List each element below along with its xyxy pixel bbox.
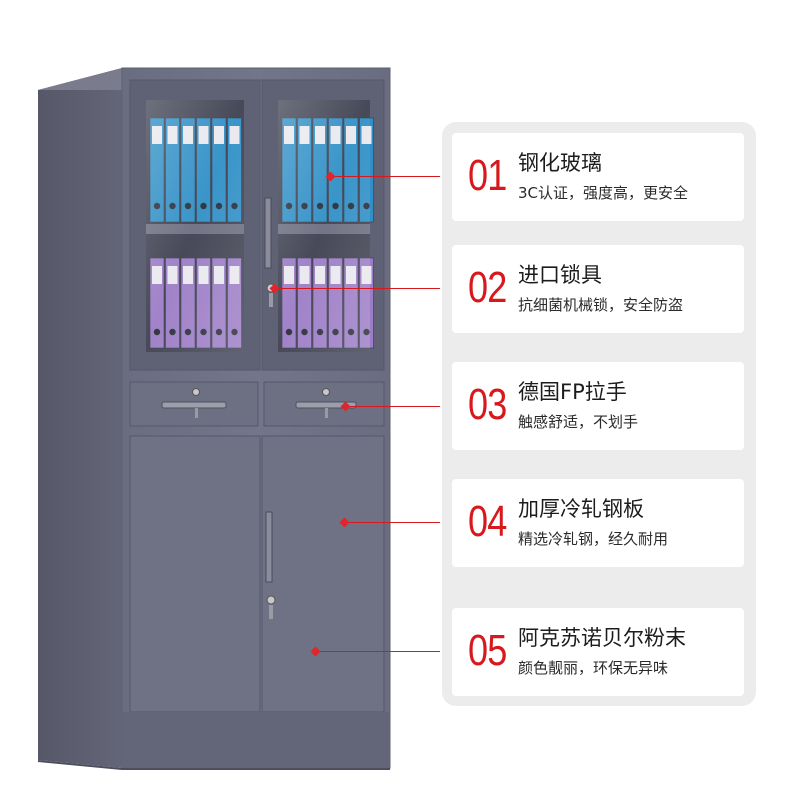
- feature-title: 钢化玻璃: [518, 151, 602, 175]
- feature-card-4: 04 加厚冷轧钢板 精选冷轧钢，经久耐用: [452, 479, 744, 567]
- leader-line: [315, 651, 440, 652]
- feature-number: 02: [468, 263, 507, 312]
- feature-desc: 精选冷轧钢，经久耐用: [518, 530, 669, 548]
- feature-number: 01: [468, 151, 507, 200]
- feature-number: 04: [468, 497, 507, 546]
- leader-line: [330, 176, 440, 177]
- feature-number: 05: [468, 626, 507, 675]
- feature-card-1: 01 钢化玻璃 3C认证，强度高，更安全: [452, 133, 744, 221]
- feature-desc: 触感舒适，不划手: [518, 413, 639, 431]
- feature-card-5: 05 阿克苏诺贝尔粉末 颜色靓丽，环保无异味: [452, 608, 744, 696]
- feature-title: 进口锁具: [518, 263, 602, 287]
- feature-title: 阿克苏诺贝尔粉末: [518, 626, 686, 650]
- feature-desc: 抗细菌机械锁，安全防盗: [518, 296, 684, 314]
- leader-line: [344, 522, 440, 523]
- leader-line: [274, 288, 440, 289]
- feature-title: 加厚冷轧钢板: [518, 497, 644, 521]
- feature-title: 德国FP拉手: [518, 380, 627, 404]
- feature-desc: 颜色靓丽，环保无异味: [518, 659, 669, 677]
- feature-desc: 3C认证，强度高，更安全: [518, 184, 689, 202]
- feature-card-2: 02 进口锁具 抗细菌机械锁，安全防盗: [452, 245, 744, 333]
- feature-number: 03: [468, 380, 507, 429]
- feature-card-3: 03 德国FP拉手 触感舒适，不划手: [452, 362, 744, 450]
- leader-line: [345, 406, 440, 407]
